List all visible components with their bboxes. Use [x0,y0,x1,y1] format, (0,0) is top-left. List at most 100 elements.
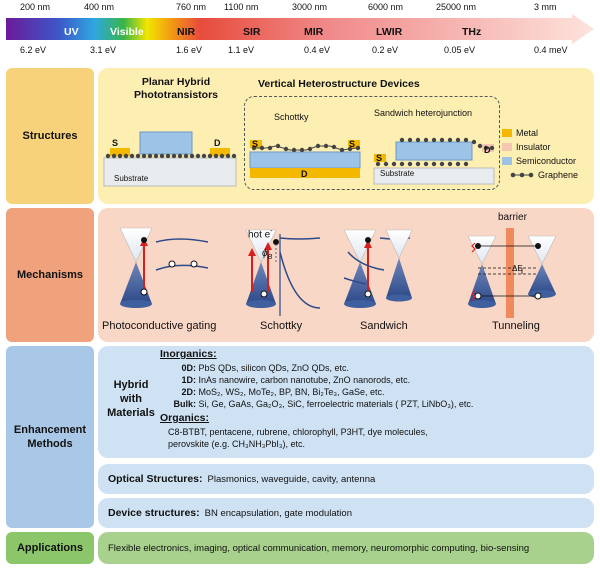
delta-e-label: ΔE [512,264,523,273]
barrier-label: barrier [498,212,527,223]
barrier-height-label: ϕB [262,248,272,261]
energy-label: 3.1 eV [90,45,117,55]
device-text: BN encapsulation, gate modulation [204,507,352,519]
drain-label: D [484,145,491,155]
band-label: LWIR [376,26,403,38]
mechanism-label: Schottky [260,320,303,332]
optical-text: Plasmonics, waveguide, cavity, antenna [207,473,376,485]
schottky-label: Schottky [274,112,309,122]
vertical-devices-diagram [249,137,495,185]
wavelength-label: 3000 nm [292,2,328,12]
hot-electron-label: hot e- [248,228,273,240]
legend-item: Metal [502,126,592,140]
materials-text: MoS₂, WS₂, MoTe₂, BP, BN, Bi₂Te₃, GaSe, … [198,387,385,397]
source-label: S [349,139,356,149]
substrate-label: Substrate [380,169,415,178]
applications-text: Flexible electronics, imaging, optical c… [108,542,530,554]
device-structures-panel: Device structures: BN encapsulation, gat… [98,498,594,528]
phi-subscript: B [267,254,273,261]
energy-label: 0.2 eV [372,45,399,55]
legend-item: Semiconductor [502,154,592,168]
legend-label: Graphene [538,170,579,180]
hybrid-title: Hybrid with Materials [107,379,155,419]
insulator-swatch [502,143,512,151]
energy-label: 0.4 eV [304,45,331,55]
legend-label: Semiconductor [516,156,577,166]
spectrum-header: 200 nm 400 nm 760 nm 1100 nm 3000 nm 600… [0,0,600,62]
wavelength-label: 3 mm [534,2,557,12]
hot-e-text: hot e [248,229,271,241]
optical-title: Optical Structures: [108,473,203,485]
mechanisms-diagram [119,227,557,318]
band-label: MIR [304,26,324,38]
graphene-swatch [510,172,534,178]
materials-text: Si, Ge, GaAs, Ga₂O₃, SiC, ferroelectric … [198,399,474,409]
device-title: Device structures: [108,507,200,519]
source-label: S [376,153,383,163]
wavelength-label: 400 nm [84,2,115,12]
dimension-label: Bulk: [173,399,197,409]
vertical-title: Vertical Heterostructure Devices [258,78,420,90]
inorganic-item: 2D: MoS₂, WS₂, MoTe₂, BP, BN, Bi₂Te₃, Ga… [168,386,473,398]
hybrid-materials-panel: Hybrid with Materials Inorganics: 0D: Pb… [98,346,594,458]
legend: Metal Insulator Semiconductor Graphene [502,126,592,182]
drain-label: D [214,138,221,148]
wavelength-label: 25000 nm [436,2,477,12]
legend-label: Insulator [516,142,551,152]
energy-label: 6.2 eV [20,45,47,55]
band-label: THz [462,26,482,38]
applications-panel: Flexible electronics, imaging, optical c… [98,532,594,564]
dimension-label: 2D: [181,387,196,397]
sandwich-label: Sandwich heterojunction [374,108,473,118]
inorganics-title: Inorganics: [160,348,217,360]
phi-symbol: ϕ [262,248,268,259]
organics-title: Organics: [160,412,210,424]
band-label: NIR [177,26,196,38]
dimension-label: 1D: [181,375,196,385]
wavelength-label: 200 nm [20,2,51,12]
semiconductor-swatch [502,157,512,165]
wavelength-label: 6000 nm [368,2,404,12]
legend-item: Graphene [502,168,592,182]
wavelength-label: 1100 nm [224,2,259,12]
source-label: S [252,139,259,149]
mechanisms-panel: hot e- ϕB barrier ΔE Photoconductive gat… [98,208,594,342]
mechanism-label: Sandwich [360,320,408,332]
hot-e-sup: - [270,228,273,235]
substrate-label: Substrate [114,174,149,183]
optical-structures-panel: Optical Structures: Plasmonics, waveguid… [98,464,594,494]
legend-item: Insulator [502,140,592,154]
organic-item: C8-BTBT, pentacene, rubrene, chlorophyll… [168,427,428,437]
vertical-devices-box [244,96,500,190]
energy-label: 1.1 eV [228,45,255,55]
band-label: SIR [243,26,261,38]
row-label-structures: Structures [6,68,94,204]
drain-label: D [301,169,308,179]
dimension-label: 0D: [181,363,196,373]
structures-panel: Planar Hybrid Phototransistors Vertical … [98,68,594,204]
materials-text: PbS QDs, silicon QDs, ZnO QDs, etc. [198,363,350,373]
inorganic-item: 1D: InAs nanowire, carbon nanotube, ZnO … [168,374,473,386]
energy-label: 1.6 eV [176,45,203,55]
row-label-applications: Applications [6,532,94,564]
planar-title: Planar Hybrid Phototransistors [133,76,218,101]
band-label: Visible [110,26,144,38]
row-label-mechanisms: Mechanisms [6,208,94,342]
materials-text: InAs nanowire, carbon nanotube, ZnO nano… [198,375,411,385]
organic-item: perovskite (e.g. CH₃NH₃PbI₃), etc. [168,439,306,449]
spectrum-arrow [6,14,594,44]
mechanism-label: Photoconductive gating [102,320,217,332]
inorganics-list: 0D: PbS QDs, silicon QDs, ZnO QDs, etc. … [168,362,474,410]
inorganic-item: 0D: PbS QDs, silicon QDs, ZnO QDs, etc. [168,362,473,374]
row-label-enhancement: Enhancement Methods [6,346,94,528]
organics-list: C8-BTBT, pentacene, rubrene, chlorophyll… [168,426,428,450]
energy-label: 0.05 eV [444,45,476,55]
source-label: S [112,138,119,148]
inorganic-item: Bulk: Si, Ge, GaAs, Ga₂O₃, SiC, ferroele… [168,398,474,410]
wavelength-label: 760 nm [176,2,207,12]
planar-device-diagram [103,131,237,187]
legend-label: Metal [516,128,539,138]
energy-label: 0.4 meV [534,45,568,55]
band-label: UV [64,26,79,38]
metal-swatch [502,129,512,137]
